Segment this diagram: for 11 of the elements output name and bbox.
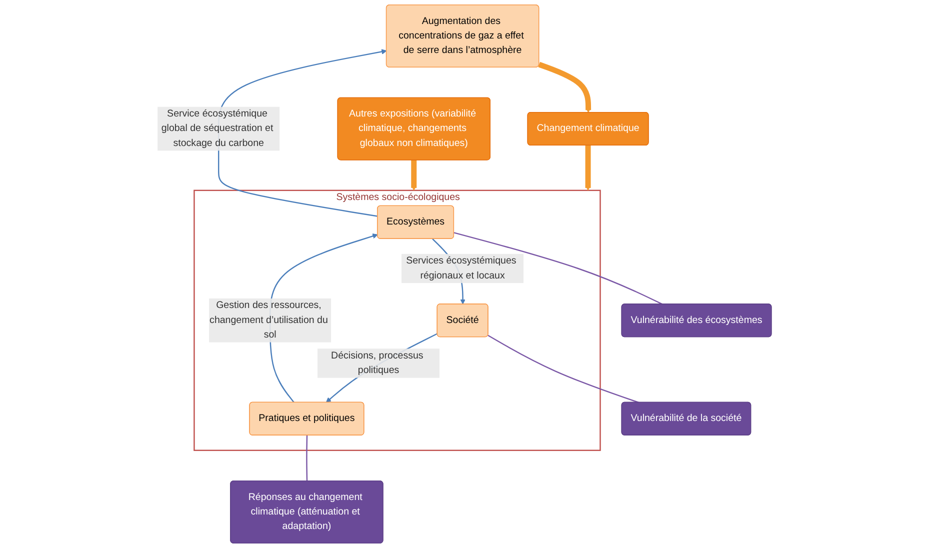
arrow — [411, 160, 417, 191]
arrow — [538, 62, 592, 113]
arrow — [218, 49, 387, 217]
connector — [454, 232, 663, 305]
connector — [306, 435, 308, 482]
arrow — [585, 145, 591, 191]
connector — [488, 334, 639, 404]
edge-label: Service écosystémique global de séquestration et stockage du carbone — [161, 108, 274, 148]
edge-label: Services écosystémiques régionaux et locaux — [406, 256, 516, 281]
edge-label: Décisions, processus politiques — [331, 350, 424, 376]
edge-label: Gestion des ressources, changement d’utilisation du sol — [210, 300, 328, 340]
